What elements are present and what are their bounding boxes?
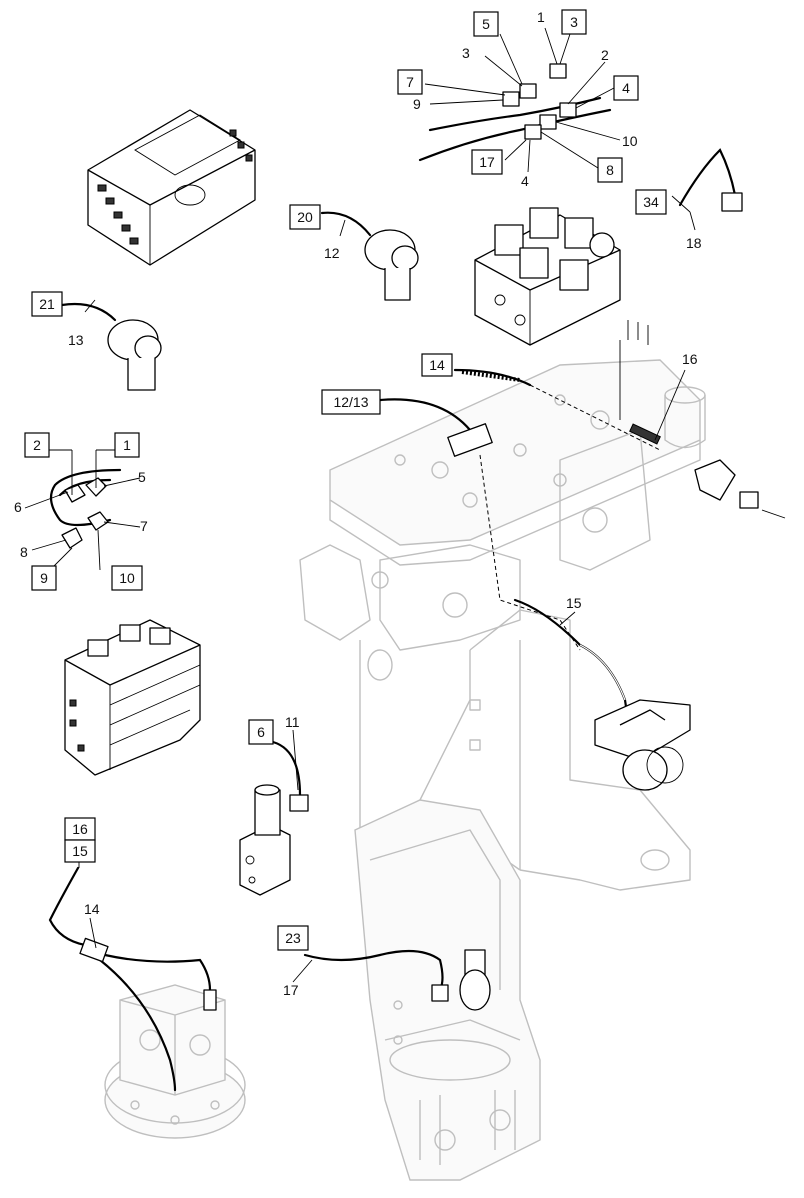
label-11: 11: [285, 714, 300, 730]
callout-17: 17: [471, 149, 503, 175]
svg-text:3: 3: [570, 14, 578, 30]
svg-text:4: 4: [622, 80, 630, 96]
svg-text:15: 15: [72, 843, 88, 859]
svg-text:5: 5: [482, 16, 490, 32]
callout-3: 3: [561, 9, 587, 35]
label-2: 2: [601, 47, 609, 63]
label-15: 15: [566, 595, 582, 611]
label-6: 6: [14, 499, 22, 515]
svg-text:6: 6: [257, 724, 265, 740]
label-16: 16: [682, 351, 698, 367]
control-valve-left: [64, 619, 201, 776]
svg-text:9: 9: [40, 570, 48, 586]
label-4: 4: [521, 173, 529, 189]
svg-text:12/13: 12/13: [333, 394, 368, 410]
callout-20: 20: [289, 204, 321, 230]
callout-2: 2: [24, 432, 50, 458]
label-18: 18: [686, 235, 702, 251]
callout-8: 8: [597, 157, 623, 183]
label-1: 1: [537, 9, 545, 25]
callout-5: 5: [473, 11, 499, 37]
label-5: 5: [138, 469, 146, 485]
svg-text:8: 8: [606, 162, 614, 178]
sensor-17: [303, 949, 491, 1011]
label-10: 10: [622, 133, 638, 149]
callout-4: 4: [613, 75, 639, 101]
svg-text:7: 7: [406, 74, 414, 90]
callout-10: 10: [111, 565, 143, 591]
label-9: 9: [413, 96, 421, 112]
svg-text:23: 23: [285, 930, 301, 946]
swing-motor: [104, 984, 246, 1139]
label-7: 7: [140, 518, 148, 534]
leader-lines: [24, 27, 696, 983]
label-12: 12: [324, 245, 340, 261]
valve-block-top-left: [87, 109, 256, 266]
callout-34: 34: [635, 189, 667, 215]
svg-text:10: 10: [119, 570, 135, 586]
frame-harness: [378, 320, 786, 791]
label-3: 3: [462, 45, 470, 61]
svg-text:16: 16: [72, 821, 88, 837]
label-17: 17: [283, 982, 299, 998]
solenoid-13: [60, 302, 162, 391]
svg-text:17: 17: [479, 154, 495, 170]
label-13: 13: [68, 332, 84, 348]
connector-cluster-top: [418, 63, 612, 162]
connector-group-left: [49, 468, 122, 549]
svg-text:34: 34: [643, 194, 659, 210]
pilot-valve-11: [239, 740, 309, 896]
sensor-34: [678, 148, 743, 212]
callout-7: 7: [397, 69, 423, 95]
svg-text:14: 14: [429, 357, 445, 373]
callout-12-13: 12/13: [321, 389, 381, 415]
valve-assembly-top-right: [474, 207, 621, 346]
label-8: 8: [20, 544, 28, 560]
callout-1: 1: [114, 432, 140, 458]
label-14: 14: [84, 901, 100, 917]
svg-text:2: 2: [33, 437, 41, 453]
callout-21: 21: [31, 291, 63, 317]
svg-text:1: 1: [123, 437, 131, 453]
svg-text:21: 21: [39, 296, 55, 312]
callout-16: 16: [64, 817, 96, 841]
callout-6: 6: [248, 719, 274, 745]
callout-23: 23: [277, 925, 309, 951]
callout-9: 9: [31, 565, 57, 591]
solenoid-12: [320, 211, 419, 301]
sensor-14: [48, 866, 217, 1092]
callout-14-top: 14: [421, 353, 453, 377]
svg-text:20: 20: [297, 209, 313, 225]
callout-15: 15: [64, 839, 96, 863]
